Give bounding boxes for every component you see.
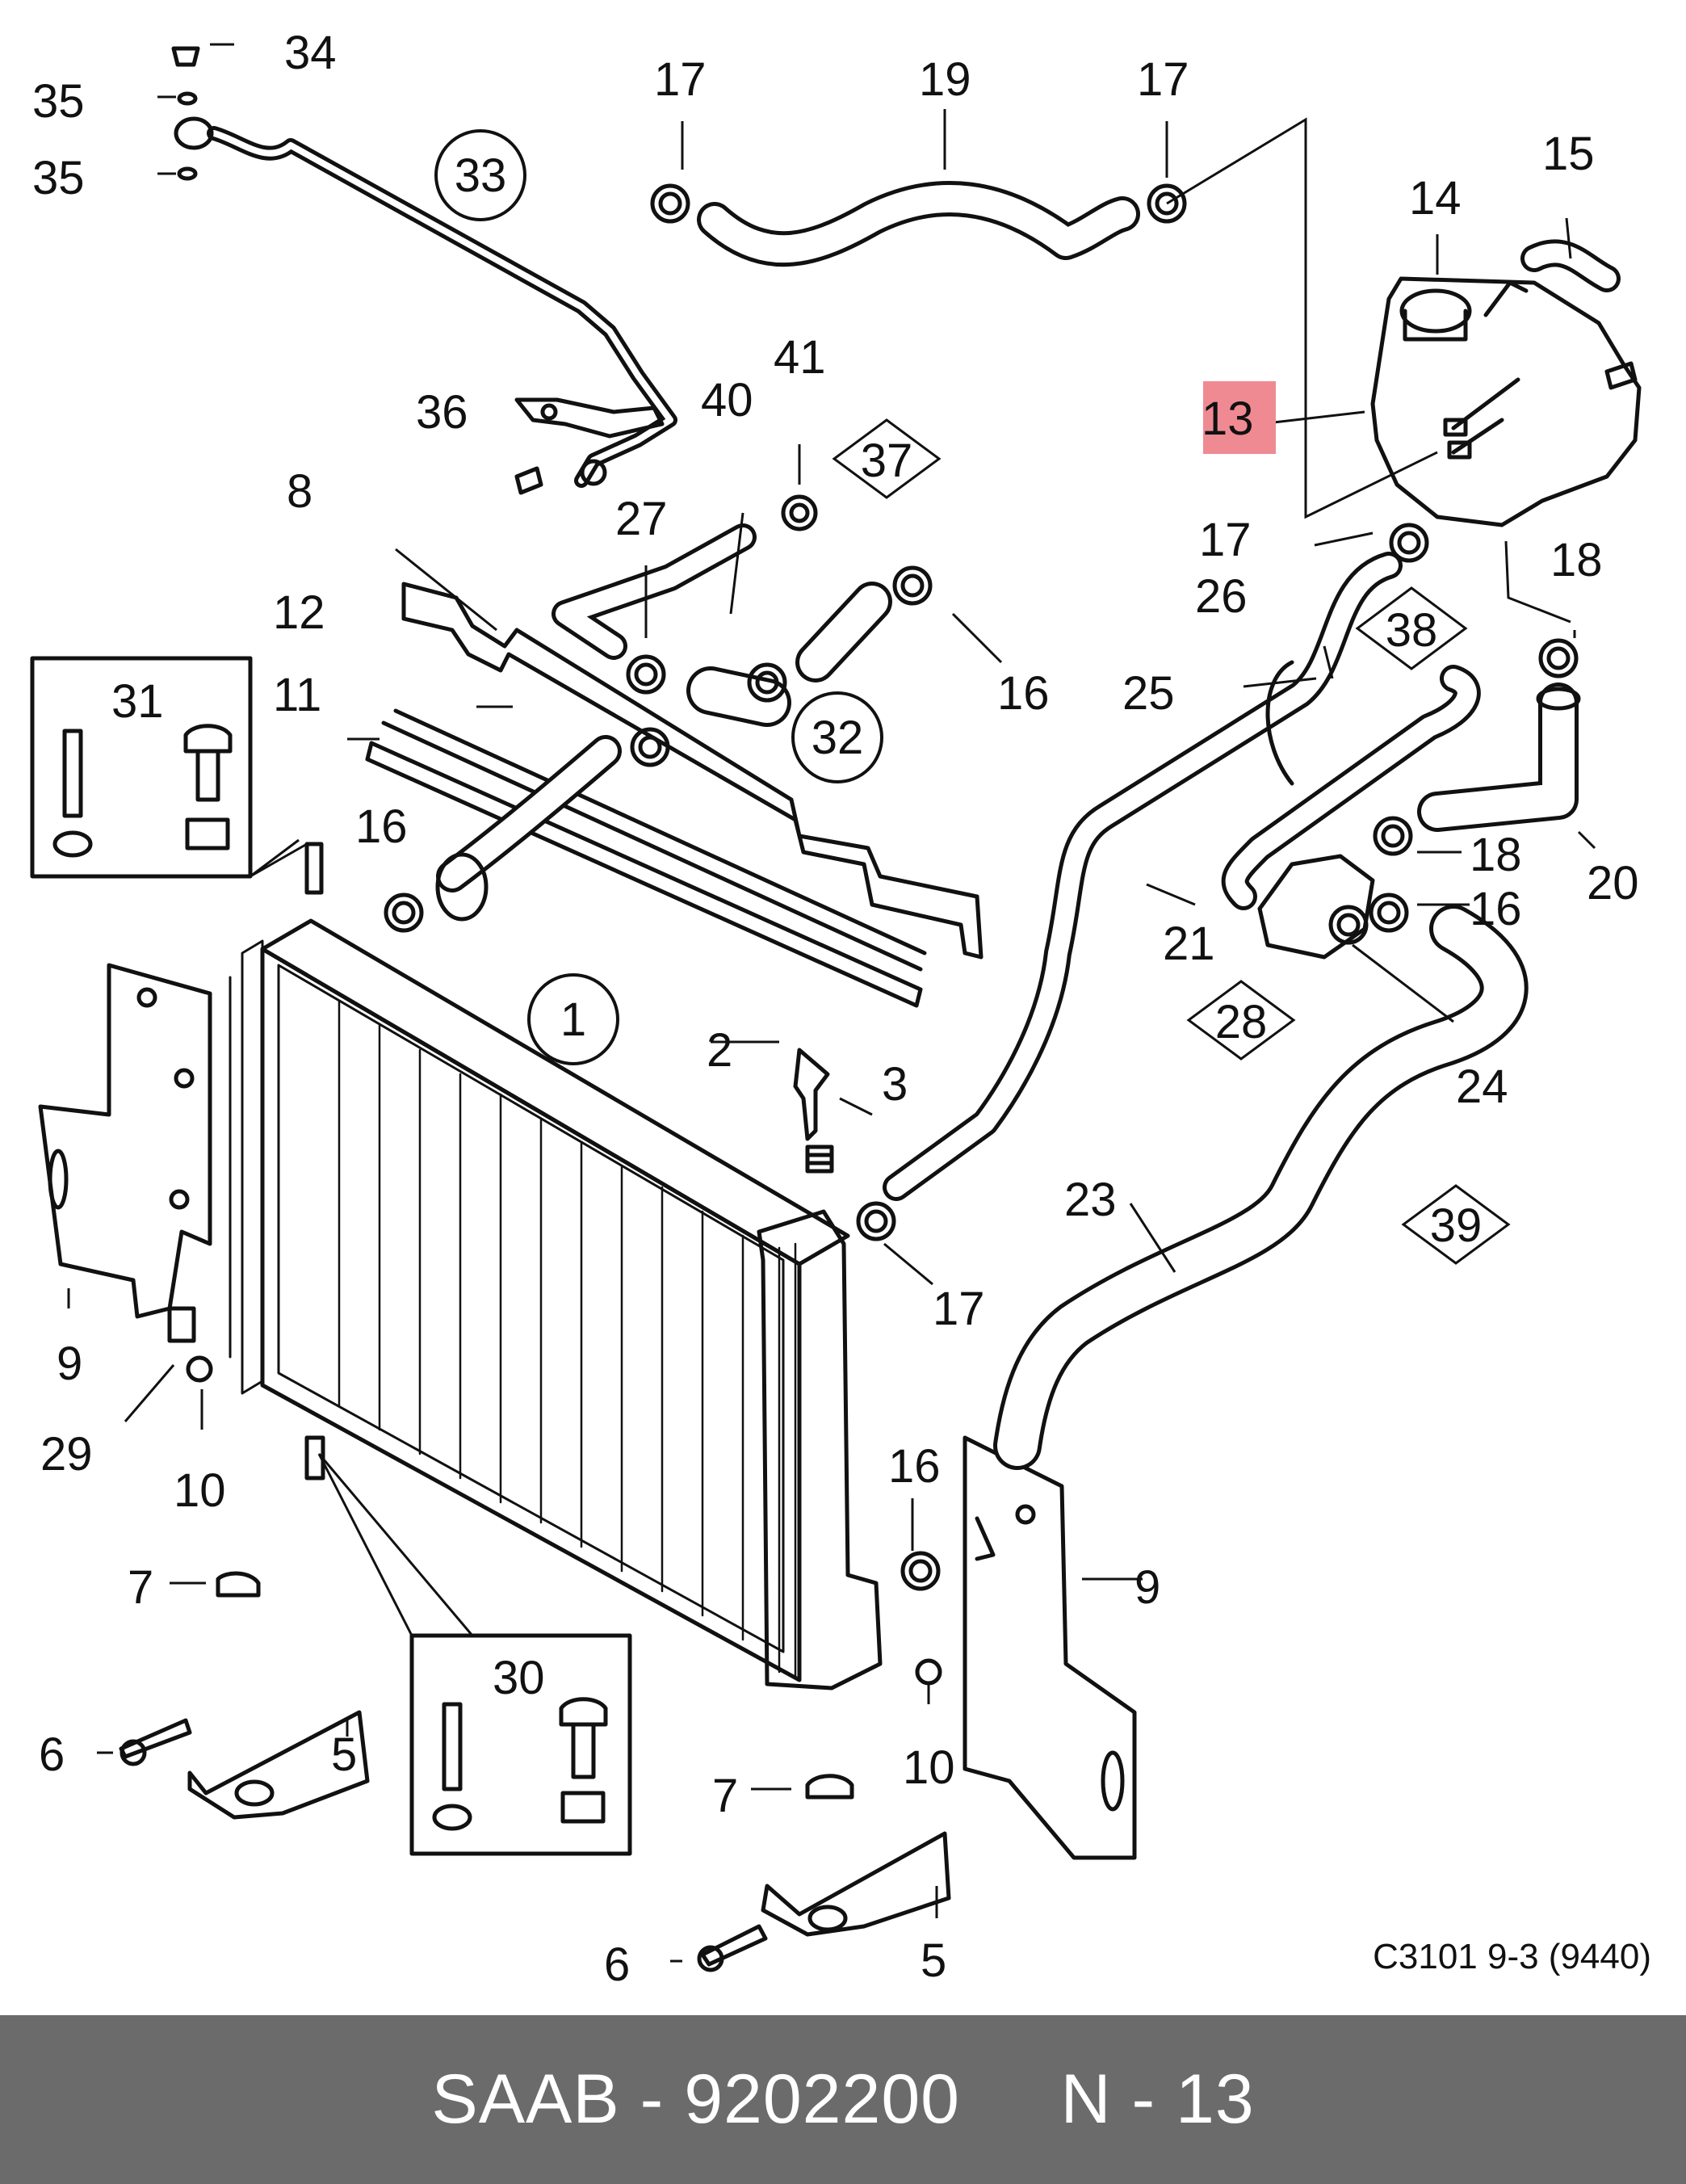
callout-5: 5 (331, 1728, 357, 1781)
left-bracket (38, 963, 212, 1319)
callout-16c: 16 (1470, 883, 1522, 935)
radiator (229, 918, 883, 1690)
callout-41: 41 (774, 331, 826, 384)
expansion-tank (1370, 276, 1642, 527)
circle-callout-33: 33 (455, 149, 507, 202)
callout-6: 6 (39, 1728, 65, 1781)
callout-6b: 6 (604, 1938, 630, 1991)
callout-20: 20 (1587, 857, 1639, 909)
diamond-callout-38: 38 (1386, 604, 1438, 657)
callout-7: 7 (128, 1561, 153, 1614)
clamp (650, 183, 1429, 1241)
callout-13: 13 (1202, 393, 1254, 445)
callout-34: 34 (284, 27, 337, 79)
callout-17d: 17 (933, 1283, 985, 1335)
callout-40: 40 (701, 374, 753, 426)
circle-callout-32: 32 (812, 712, 864, 764)
callout-2: 2 (707, 1024, 732, 1077)
callout-26: 26 (1195, 570, 1248, 623)
reference-code: C3101 9-3 (9440) (1373, 1937, 1651, 1976)
callout-36: 36 (416, 386, 468, 439)
callout-29: 29 (40, 1428, 93, 1480)
callout-11: 11 (273, 669, 321, 721)
callout-15: 15 (1542, 128, 1595, 180)
callout-31: 31 (111, 675, 164, 728)
callout-7b: 7 (712, 1770, 738, 1822)
callout-18b: 18 (1470, 829, 1522, 881)
circle-callout-1: 1 (560, 993, 586, 1046)
callout-9: 9 (57, 1338, 82, 1390)
callout-5b: 5 (921, 1934, 946, 1987)
callout-14: 14 (1409, 172, 1462, 225)
callout-18: 18 (1550, 534, 1603, 586)
callout-16b: 16 (355, 800, 408, 853)
diamond-callout-28: 28 (1215, 996, 1268, 1048)
parts-diagram: 34 35 35 17 19 17 15 14 33 36 41 40 37 1… (30, 27, 1651, 1991)
callout-25: 25 (1122, 667, 1175, 720)
callout-24: 24 (1456, 1060, 1508, 1113)
callout-19: 19 (919, 53, 971, 106)
callout-10: 10 (174, 1464, 226, 1517)
footer-bar: SAAB - 9202200 N - 13 (0, 2015, 1686, 2184)
highlight-box (1203, 381, 1276, 454)
kit-box-31 (30, 656, 253, 879)
callout-27: 27 (615, 493, 668, 545)
footer-part-number: SAAB - 9202200 N - 13 (431, 2060, 1255, 2138)
callout-8: 8 (287, 465, 312, 518)
diamond-callout-37: 37 (861, 435, 913, 487)
callout-10b: 10 (903, 1741, 955, 1794)
callout-23: 23 (1064, 1174, 1117, 1226)
callout-17: 17 (654, 53, 707, 106)
kit-box-30 (409, 1633, 632, 1856)
diamond-callout-39: 39 (1430, 1199, 1483, 1252)
callout-17b: 17 (1137, 53, 1189, 106)
right-bracket (963, 1435, 1137, 1860)
callout-16: 16 (997, 667, 1050, 720)
callout-35: 35 (32, 75, 85, 128)
callout-35b: 35 (32, 152, 85, 204)
callout-30: 30 (493, 1652, 545, 1704)
callout-3: 3 (882, 1058, 908, 1111)
callout-9b: 9 (1134, 1561, 1160, 1614)
callout-16d: 16 (888, 1440, 941, 1493)
callout-17c: 17 (1199, 514, 1252, 566)
baffle (401, 582, 984, 960)
callout-12: 12 (273, 586, 325, 639)
callout-21: 21 (1163, 918, 1215, 970)
